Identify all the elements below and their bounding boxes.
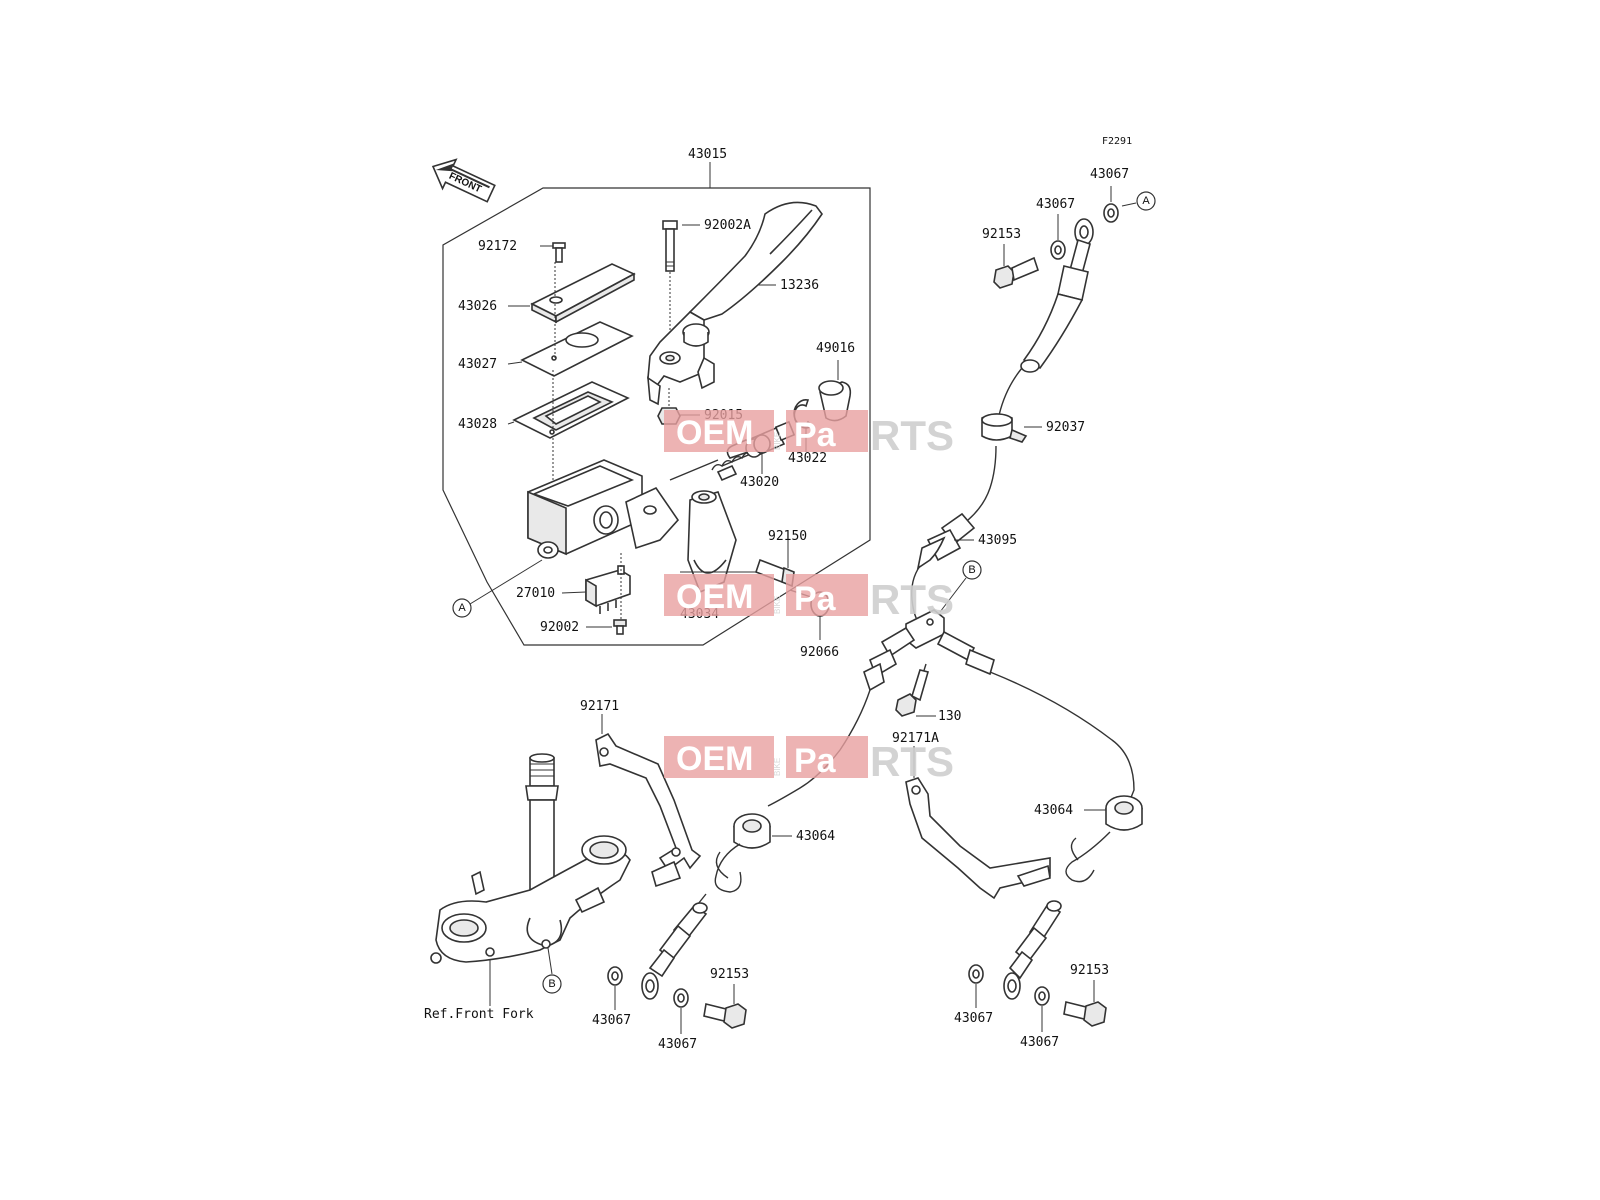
label-43028: 43028 xyxy=(458,417,497,432)
svg-text:OEM: OEM xyxy=(676,740,753,778)
label-92150: 92150 xyxy=(768,529,807,544)
hose-bracket-right xyxy=(905,777,1051,900)
svg-text:OEM: OEM xyxy=(676,578,753,616)
label-13236: 13236 xyxy=(780,278,819,293)
reservoir-cap-screw xyxy=(540,242,566,263)
hose-clamp xyxy=(981,413,1028,443)
label-92037: 92037 xyxy=(1046,420,1085,435)
label-92153-br: 92153 xyxy=(1070,963,1109,978)
svg-text:Pa: Pa xyxy=(794,416,837,454)
banjo-bolt-top xyxy=(993,256,1039,289)
front-arrow-icon: FRONT xyxy=(431,158,496,203)
grommet-right xyxy=(1105,795,1143,831)
label-43020: 43020 xyxy=(740,475,779,490)
label-92002a: 92002A xyxy=(704,218,751,233)
label-43067-top-left: 43067 xyxy=(1036,197,1075,212)
watermark-lower: OEM BIKE Pa RTS xyxy=(664,736,954,785)
marker-a-left: A xyxy=(452,559,543,618)
svg-text:RTS: RTS xyxy=(870,738,954,785)
label-43027: 43027 xyxy=(458,357,497,372)
banjo-bolt-bottom-left xyxy=(703,1003,747,1029)
svg-text:RTS: RTS xyxy=(870,576,954,623)
banjo-fitting-bottom-right xyxy=(1003,900,1062,1000)
svg-text:BIKE: BIKE xyxy=(773,432,782,450)
svg-text:B: B xyxy=(968,564,975,576)
watermark-middle: OEM BIKE Pa RTS xyxy=(664,574,954,623)
svg-text:B: B xyxy=(548,978,555,990)
svg-text:BIKE: BIKE xyxy=(773,758,782,776)
assembly-label: 43015 xyxy=(688,147,727,162)
svg-text:RTS: RTS xyxy=(870,412,954,459)
label-43064-right: 43064 xyxy=(1034,803,1073,818)
label-43026: 43026 xyxy=(458,299,497,314)
brake-lever xyxy=(647,201,823,406)
ref-front-fork-note: Ref.Front Fork xyxy=(424,1007,534,1022)
label-43067-bl1: 43067 xyxy=(592,1013,631,1028)
label-92172: 92172 xyxy=(478,239,517,254)
label-43022: 43022 xyxy=(788,451,827,466)
label-130: 130 xyxy=(938,709,961,724)
lower-fork-clamp xyxy=(430,835,631,964)
label-92153-bl: 92153 xyxy=(710,967,749,982)
sealing-washer-top-right xyxy=(1103,203,1119,223)
label-92066: 92066 xyxy=(800,645,839,660)
label-43095: 43095 xyxy=(978,533,1017,548)
sealing-washer-br1 xyxy=(968,964,984,984)
figure-code: F2291 xyxy=(1102,136,1132,147)
svg-text:Pa: Pa xyxy=(794,580,837,618)
grommet-left xyxy=(733,813,771,849)
marker-b-upper: B xyxy=(962,560,982,580)
label-43067-bl2: 43067 xyxy=(658,1037,697,1052)
label-92153-top: 92153 xyxy=(982,227,1021,242)
label-43067-br1: 43067 xyxy=(954,1011,993,1026)
banjo-fitting-bottom-left xyxy=(641,893,708,1000)
label-92002: 92002 xyxy=(540,620,579,635)
svg-text:A: A xyxy=(1142,195,1150,207)
label-92171: 92171 xyxy=(580,699,619,714)
brake-light-switch xyxy=(585,565,631,614)
label-92171a: 92171A xyxy=(892,731,939,746)
master-cylinder-body xyxy=(527,459,719,559)
svg-text:A: A xyxy=(458,602,466,614)
hose-bracket-left xyxy=(595,732,702,888)
reservoir-cap xyxy=(530,263,636,324)
label-43064-left: 43064 xyxy=(796,829,835,844)
svg-text:Pa: Pa xyxy=(794,742,837,780)
label-49016: 49016 xyxy=(816,341,855,356)
banjo-fitting-top xyxy=(1020,218,1094,373)
switch-screw xyxy=(613,553,627,635)
hose-fitting-43095 xyxy=(916,512,976,570)
svg-text:BIKE: BIKE xyxy=(773,596,782,614)
reservoir-diaphragm xyxy=(512,381,630,439)
label-43067-top-right: 43067 xyxy=(1090,167,1129,182)
marker-a-right: A xyxy=(1136,191,1156,211)
marker-b-lower: B xyxy=(542,974,562,994)
sealing-washer-bl2 xyxy=(673,988,689,1008)
banjo-bolt-bottom-right xyxy=(1063,1001,1107,1027)
assembly-boundary xyxy=(442,187,871,646)
junction-bolt xyxy=(895,663,929,717)
label-43067-br2: 43067 xyxy=(1020,1035,1059,1050)
reservoir-plate xyxy=(520,321,634,377)
watermark-upper: OEM BIKE Pa RTS xyxy=(664,410,954,459)
sealing-washer-br2 xyxy=(1034,986,1050,1006)
svg-text:OEM: OEM xyxy=(676,414,753,452)
sealing-washer-top-left xyxy=(1050,240,1066,260)
sealing-washer-bl1 xyxy=(607,966,623,986)
brake-junction xyxy=(863,609,995,692)
label-27010: 27010 xyxy=(516,586,555,601)
